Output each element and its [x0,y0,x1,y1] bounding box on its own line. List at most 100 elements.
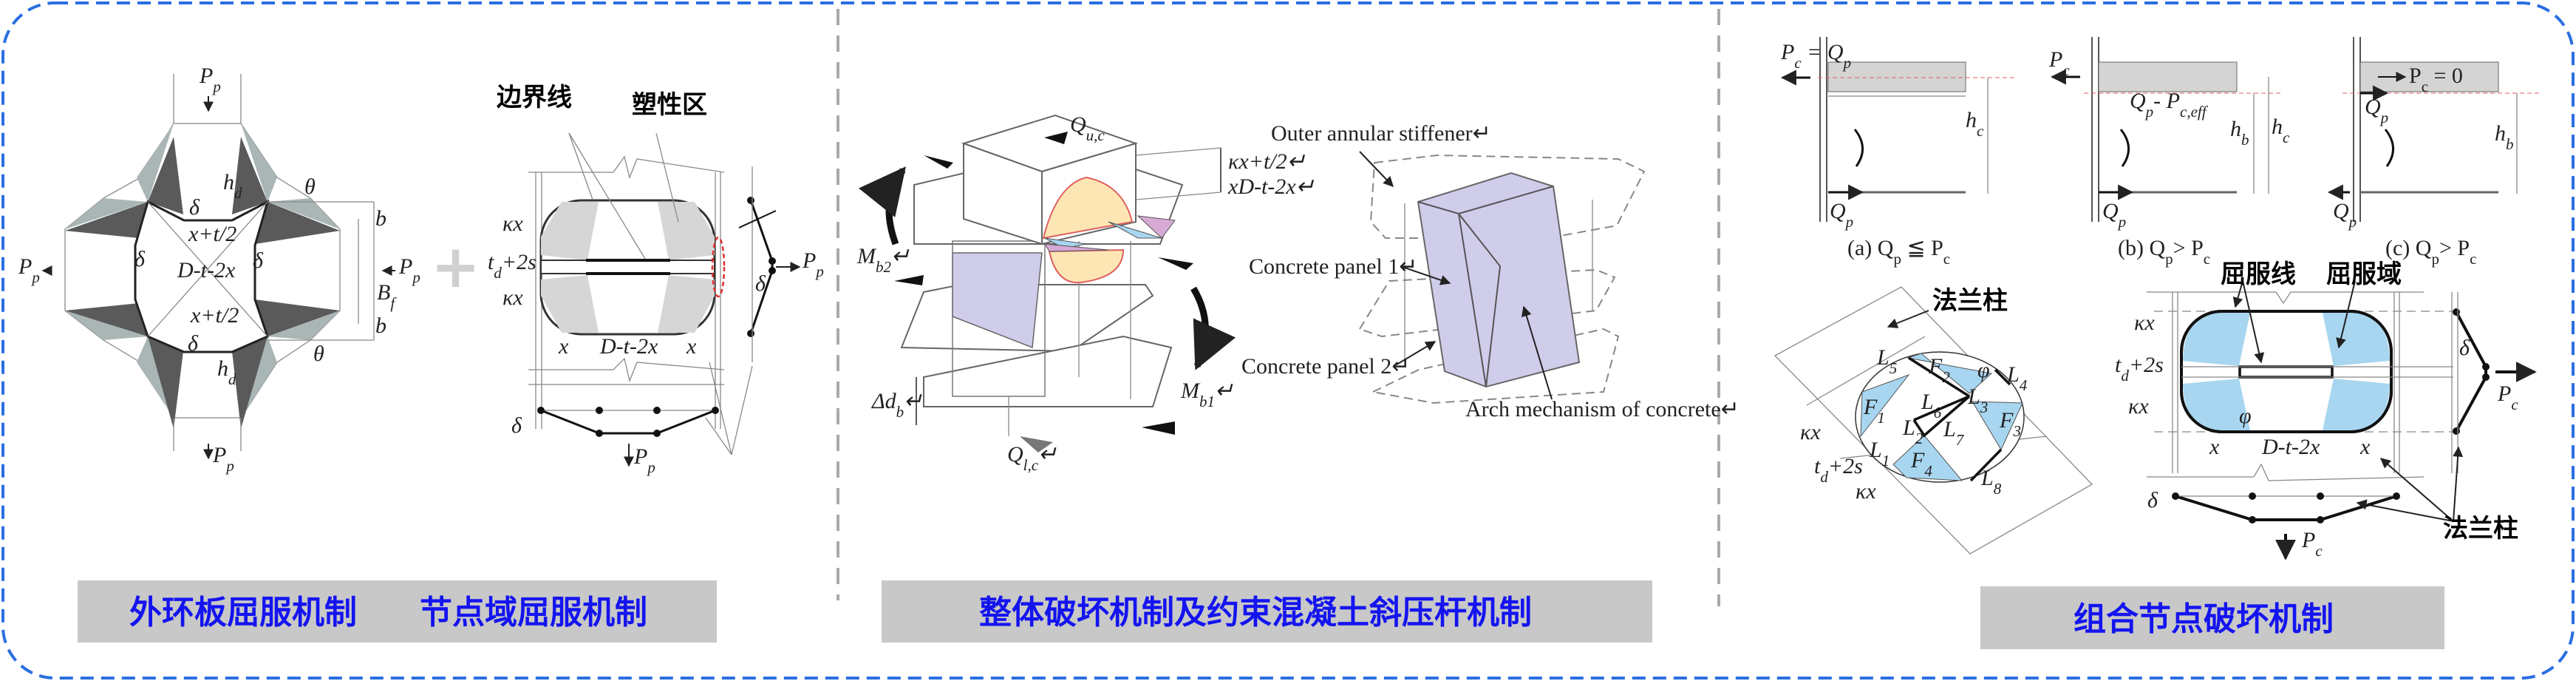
label-b-hc: hc [2272,115,2290,146]
label-kx-t2: κx+t/2↵ [1228,149,1306,174]
label-pp-right: Pp [398,254,420,286]
label-theta-top: θ [304,175,316,199]
label-theta-bottom: θ [313,342,324,366]
label-l4: L4 [2006,362,2028,394]
label-c-qp: Qp [2333,199,2357,231]
label-b-top: b [375,206,386,231]
outer-ring-yield-figure [41,74,395,460]
caption-case-c: (c) Qp> Pc [2385,236,2476,268]
label-l5: L5 [1876,345,1897,377]
label-x-t2-top: x+t/2 [188,222,236,246]
caption-panel-zone-yield: 节点域屈服机制 [420,594,647,631]
label-b-bottom: b [375,314,386,338]
label-x-yield-left: x [2209,435,2220,459]
label-a-pc-qp: Pc = Qp [1780,40,1851,72]
plus-sign: + [431,232,480,301]
caption-bar-panel3 [1980,586,2444,649]
label-yield-zone: 屈服域 [2326,260,2402,289]
label-pp-bottom-right: Pp [633,444,655,476]
label-d-t-2x-right: D-t-2x [599,334,658,359]
caption-case-b: (b) Qp> Pc [2118,236,2210,268]
label-bf: Bf [377,280,397,312]
caption-bar-panel1 [78,580,717,643]
label-delta-db: Δdb↵ [871,389,922,421]
label-flange-column-rotated: 法兰柱 [1932,286,2008,316]
label-a-hc: hc [1966,108,1984,140]
label-boundary-line: 边界线 [497,83,572,112]
force-case-a [1780,37,2017,222]
label-l2: L2 [1902,416,1924,447]
label-pc-right: Pc [2497,382,2518,413]
arch-mechanism-figure [1358,151,1646,404]
label-kx-top: κx [502,211,523,236]
label-flange-column: 法兰柱 [2443,514,2518,543]
caption-case-a: (a) Qp ≦ Pc [1847,236,1950,268]
label-hd-bottom: hd [217,356,236,388]
label-delta-right: δ [253,248,264,273]
label-l3: L3 [1967,384,1988,416]
label-q-lc: Ql,c↵ [1007,442,1057,474]
label-a-qp: Qp [1830,199,1853,231]
label-b-qp: Qp [2102,199,2126,231]
label-plastic-zone: 塑性区 [632,90,707,120]
rotated-joint-figure [1773,286,2093,555]
label-d-t-2x: D-t-2x [177,258,236,282]
caption-bar-panel2 [882,580,1652,643]
caption-overall-failure: 整体破坏机制及约束混凝土斜压杆机制 [979,594,1532,631]
label-xd-t-2x: xD-t-2x↵ [1227,175,1315,199]
caption-composite-joint-failure: 组合节点破坏机制 [2074,600,2334,638]
label-c-hb: hb [2495,121,2514,153]
force-case-b [2050,37,2283,222]
label-delta-yield-right: δ [2459,336,2470,360]
label-concrete-panel-2: Concrete panel 2↵ [1241,354,1410,379]
panel-zone-yield-figure [528,132,801,467]
label-pc-bottom: Pc [2301,528,2323,560]
label-l8: L8 [1980,466,2002,498]
label-l7: L7 [1943,417,1965,449]
label-pp-left: Pp [18,254,40,286]
label-delta-top: δ [189,195,200,220]
label-f1: F1 [1863,395,1885,427]
label-f2: F2 [1928,354,1950,386]
label-l1: L1 [1869,438,1890,470]
label-x-t2-bottom: x+t/2 [190,303,239,328]
label-outer-annular-stiffener: Outer annular stiffener↵ [1271,121,1491,146]
label-mb1: Mb1↵ [1180,379,1233,410]
composite-joint-yield-figure [2147,280,2537,560]
label-td-2s-yield: td+2s [2115,353,2164,384]
label-yield-line: 屈服线 [2221,260,2296,289]
caption-outer-ring-yield: 外环板屈服机制 [129,594,357,631]
label-q-uc: Qu,c [1070,112,1105,144]
label-x-right: x [686,334,697,359]
label-concrete-panel-1: Concrete panel 1↵ [1249,254,1417,279]
label-kx-bottom: κx [502,285,523,310]
label-td-2s: td+2s [488,250,536,282]
overall-failure-figure [858,114,1236,453]
label-hd-top: hd [223,170,242,202]
label-mb2: Mb2↵ [856,244,910,276]
label-kx-yield-top: κx [2134,311,2155,335]
label-kx-yield-bottom: κx [2128,394,2149,419]
label-phi-rotated: φ [1977,358,1990,382]
label-pp-right-2: Pp [802,248,824,280]
label-kx-rotated-bottom: κx [1856,479,1876,504]
label-td-2s-rotated: td+2s [1814,454,1863,486]
label-b-qp-pceff: Qp- Pc,eff [2130,89,2209,121]
label-c-pc0: Pc = 0 [2409,64,2463,95]
label-f3: F3 [1999,408,2021,440]
label-x-yield-right: x [2359,435,2371,459]
label-l6: L6 [1921,390,1942,421]
label-d-t-2x-yield: D-t-2x [2261,435,2320,459]
label-c-qp-top: Qp [2365,95,2388,126]
label-delta-right-2: δ [755,271,766,296]
label-delta-left: δ [134,247,146,271]
label-pp-top: Pp [199,64,221,95]
label-delta-bottom: δ [188,331,199,356]
label-pp-bottom: Pp [212,443,234,475]
label-arch-mechanism: Arch mechanism of concrete↵ [1465,397,1740,421]
label-f4: F4 [1910,448,1932,480]
label-b-pc: Pc [2048,47,2070,79]
label-phi-yield: φ [2239,404,2252,428]
